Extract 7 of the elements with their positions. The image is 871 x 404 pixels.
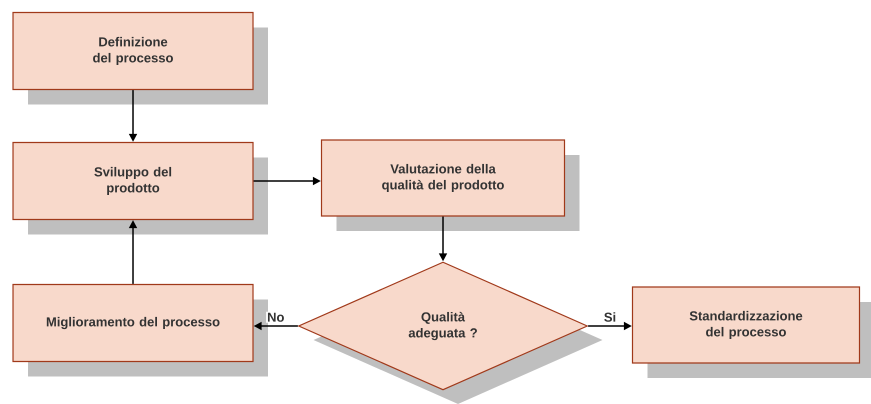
process-box: Definizione del processo bbox=[12, 12, 268, 104]
edge-label: No bbox=[266, 312, 286, 323]
process-box: Valutazione della qualità del prodotto bbox=[320, 139, 580, 231]
edge-label: Si bbox=[602, 311, 618, 323]
process-box: Standardizzazione del processo bbox=[632, 286, 871, 378]
process-box: Sviluppo del prodotto bbox=[12, 142, 268, 234]
process-box: Miglioramento del processo bbox=[12, 284, 268, 376]
